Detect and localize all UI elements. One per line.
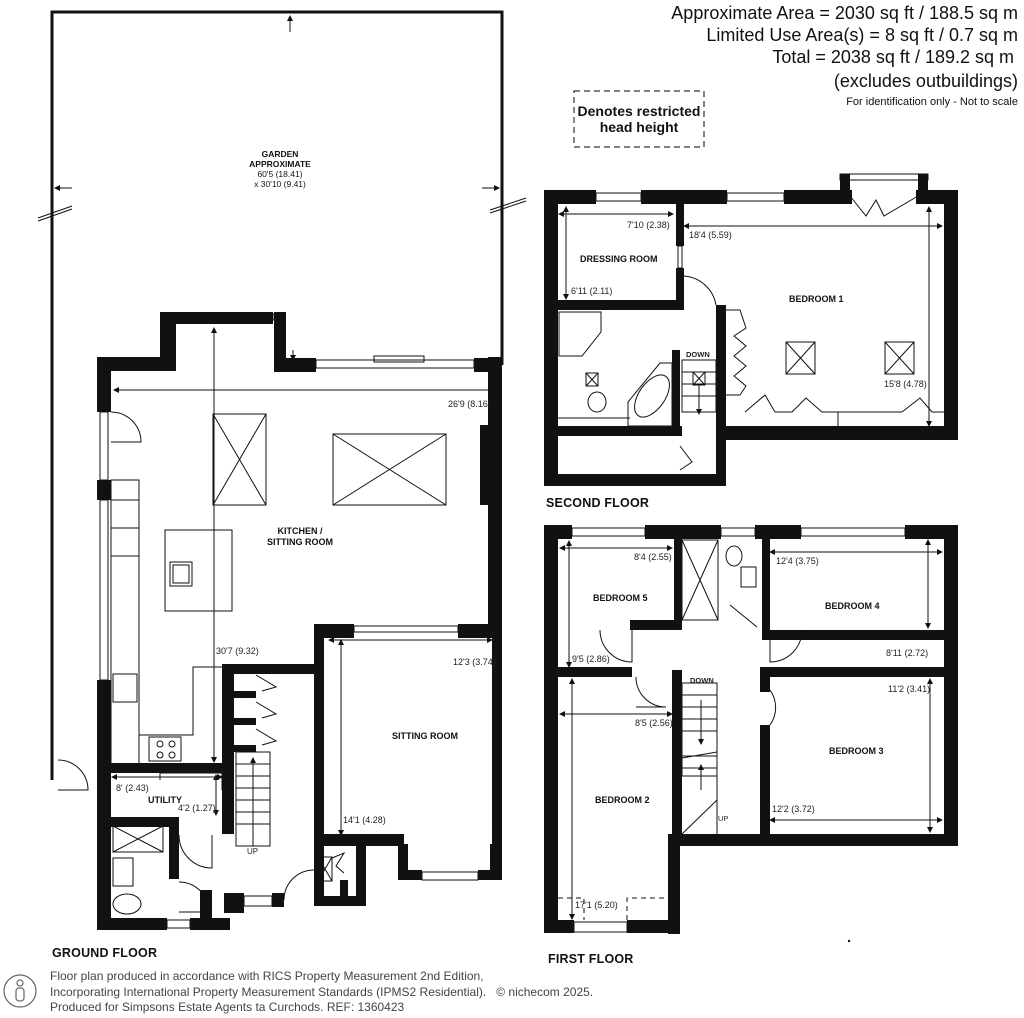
first-floor-dimensions xyxy=(559,539,943,920)
bedroom2-width: 8'5 (2.56) xyxy=(635,718,673,728)
kitchen-width: 26'9 (8.16) xyxy=(448,399,491,409)
garden-dim-2: x 30'10 (9.41) xyxy=(254,179,306,189)
kitchen-label-1: KITCHEN / xyxy=(277,526,323,536)
garden-title-2: APPROXIMATE xyxy=(249,159,311,169)
ground-stairs-up: UP xyxy=(247,847,259,856)
second-floor-dimensions xyxy=(558,206,943,427)
first-floor-walls xyxy=(544,525,958,934)
bedroom5-width: 8'4 (2.55) xyxy=(634,552,672,562)
garden-boundary xyxy=(50,10,504,780)
ground-floor-walls xyxy=(97,312,502,930)
bedroom4-length: 8'11 (2.72) xyxy=(886,648,929,658)
first-floor-fittings xyxy=(558,527,906,933)
restricted-legend-text: Denotes restricted head height xyxy=(574,103,704,135)
room-bedroom-3: BEDROOM 3 xyxy=(829,746,884,756)
restricted-line-1: Denotes restricted xyxy=(577,103,701,119)
garden-label: GARDEN APPROXIMATE 60'5 (18.41) x 30'10 … xyxy=(225,149,335,189)
footer-line-1: Floor plan produced in accordance with R… xyxy=(50,969,484,983)
second-floor-walls xyxy=(544,174,958,486)
garden-title-1: GARDEN xyxy=(261,149,299,159)
room-bedroom-2: BEDROOM 2 xyxy=(595,795,650,805)
copyright: © nichecom 2025. xyxy=(496,984,594,999)
room-bedroom-5: BEDROOM 5 xyxy=(593,593,648,603)
kitchen-label-2: SITTING ROOM xyxy=(267,537,333,547)
room-dressing: DRESSING ROOM xyxy=(580,254,658,264)
bedroom2-length: 17'1 (5.20) xyxy=(575,900,618,910)
ground-floor-dimensions xyxy=(111,327,499,836)
bedroom1-width: 18'4 (5.59) xyxy=(689,230,732,240)
bedroom3-length: 11'2 (3.41) xyxy=(888,684,931,694)
person-icon xyxy=(3,974,37,1008)
second-stairs-down: DOWN xyxy=(686,350,710,359)
bedroom1-length: 15'8 (4.78) xyxy=(884,379,927,389)
bedroom3-width: 12'2 (3.72) xyxy=(772,804,815,814)
bedroom5-length: 9'5 (2.86) xyxy=(572,654,610,664)
footer-line-2-text: Incorporating International Property Mea… xyxy=(50,984,487,999)
sitting-width: 12'3 (3.74) xyxy=(453,657,496,667)
room-bedroom-1: BEDROOM 1 xyxy=(789,294,844,304)
excludes-note: (excludes outbuildings) xyxy=(833,71,1018,91)
limited-use-area: Limited Use Area(s) = 8 sq ft / 0.7 sq m xyxy=(706,25,1018,45)
footer-line-3: Produced for Simpsons Estate Agents ta C… xyxy=(50,1000,405,1014)
utility-length: 4'2 (1.27) xyxy=(178,803,216,813)
first-floor-label: FIRST FLOOR xyxy=(548,952,634,966)
sitting-length: 14'1 (4.28) xyxy=(343,815,386,825)
kitchen-length: 30'7 (9.32) xyxy=(216,646,259,656)
room-sitting: SITTING ROOM xyxy=(392,731,458,741)
room-utility: UTILITY xyxy=(148,795,182,805)
dressing-length: 6'11 (2.11) xyxy=(571,286,613,296)
second-floor-label: SECOND FLOOR xyxy=(546,496,650,510)
footer-line-2: Incorporating International Property Mea… xyxy=(50,985,593,1001)
dressing-width: 7'10 (2.38) xyxy=(627,220,670,230)
total-area: Total = 2038 sq ft / 189.2 sq m xyxy=(772,47,1014,67)
ground-floor-label: GROUND FLOOR xyxy=(52,946,158,960)
first-stairs-up: UP xyxy=(718,814,729,823)
disclaimer: For identification only - Not to scale xyxy=(846,96,1018,108)
utility-width: 8' (2.43) xyxy=(116,783,149,793)
restricted-line-2: head height xyxy=(599,119,679,135)
footer-text: Floor plan produced in accordance with R… xyxy=(50,969,593,1016)
first-stairs-down: DOWN xyxy=(690,676,714,685)
garden-dim-1: 60'5 (18.41) xyxy=(257,169,303,179)
approximate-area: Approximate Area = 2030 sq ft / 188.5 sq… xyxy=(671,3,1018,23)
room-kitchen-sitting: KITCHEN / SITTING ROOM xyxy=(255,526,345,548)
room-bedroom-4: BEDROOM 4 xyxy=(825,601,880,611)
second-floor-fittings xyxy=(558,173,944,471)
bedroom4-width: 12'4 (3.75) xyxy=(776,556,819,566)
restricted-legend-box xyxy=(573,90,705,148)
ground-floor-fittings xyxy=(57,313,479,929)
